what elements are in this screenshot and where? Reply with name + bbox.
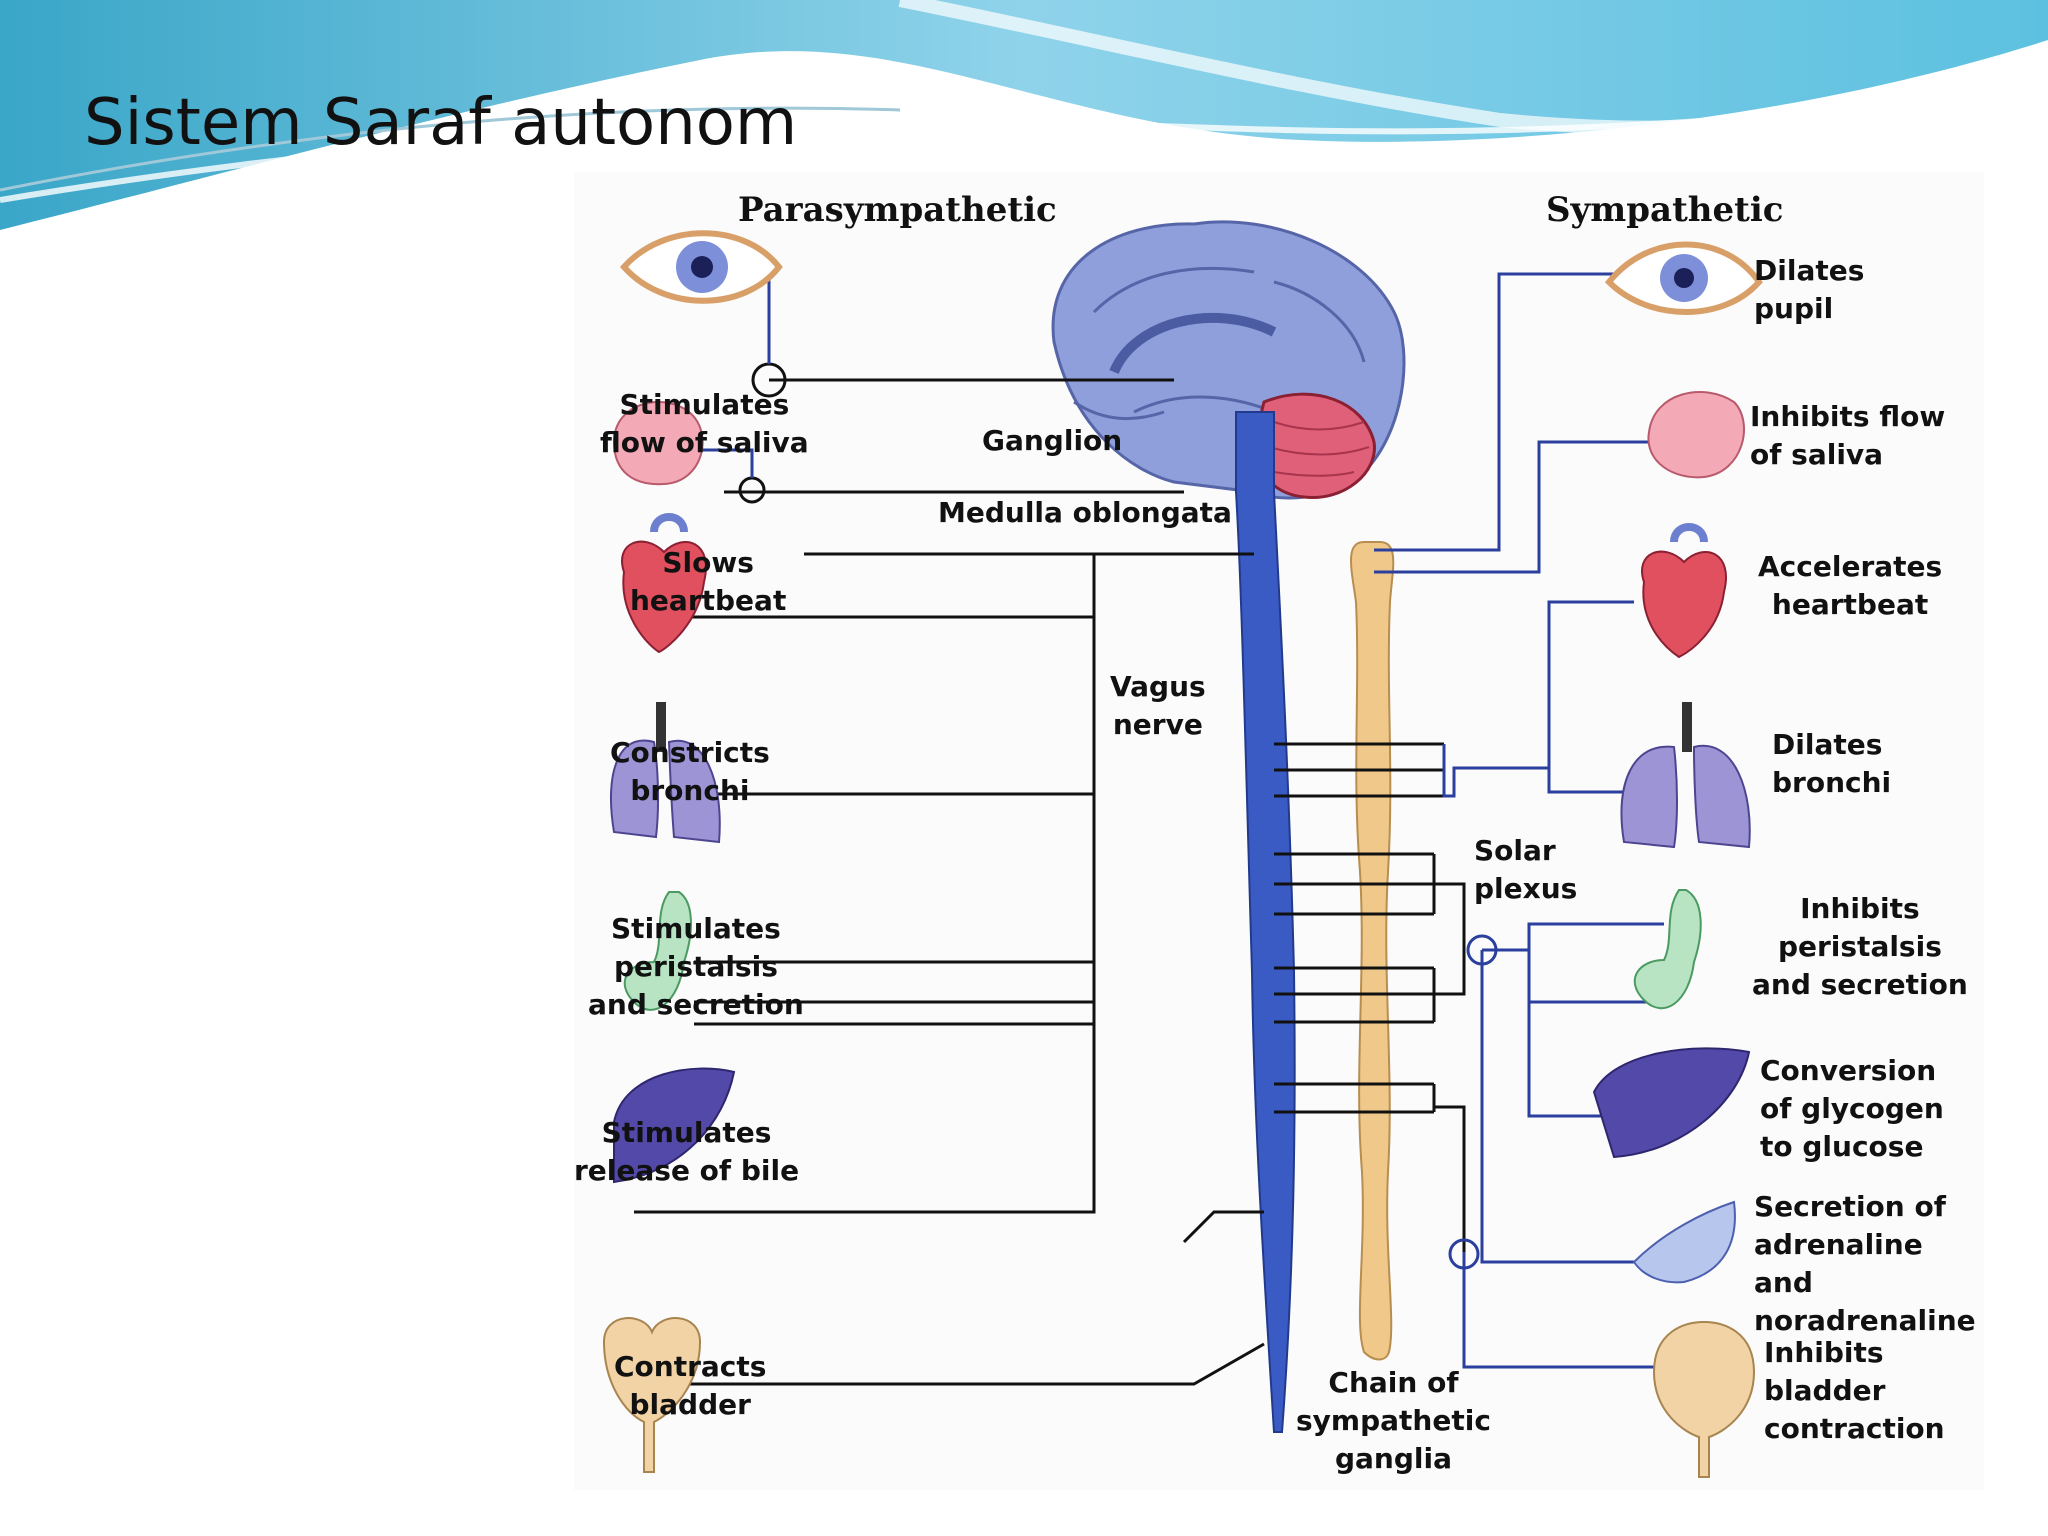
parasympathetic-effect-heartbeat: Slows heartbeat bbox=[630, 546, 787, 617]
parasympathetic-header: Parasympathetic bbox=[738, 190, 1057, 230]
right-eye-icon bbox=[1604, 241, 1763, 315]
right-stomach-icon bbox=[1633, 889, 1702, 1010]
ganglion-label: Ganglion bbox=[982, 424, 1123, 457]
right-heart-icon bbox=[1641, 523, 1727, 659]
left-stomach-icon bbox=[623, 891, 692, 1011]
autonomic-nervous-system-diagram: Parasympathetic Sympathetic Ganglion Med… bbox=[574, 172, 1984, 1490]
adrenal-gland-icon bbox=[1632, 1200, 1736, 1284]
parasympathetic-effect-bronchi: Constricts bronchi bbox=[610, 736, 770, 807]
parasympathetic-nerves bbox=[634, 362, 1265, 1386]
left-bladder-icon bbox=[602, 1317, 702, 1473]
parasympathetic-effect-bladder: Contracts bladder bbox=[614, 1350, 767, 1421]
sympathetic-effect-heartbeat: Accelerates heartbeat bbox=[1758, 550, 1943, 621]
medulla-oblongata-label: Medulla oblongata bbox=[938, 496, 1232, 529]
left-liver-icon bbox=[613, 1067, 736, 1184]
right-bladder-icon bbox=[1652, 1320, 1756, 1478]
left-heart-icon bbox=[621, 513, 707, 654]
header-wave-decoration bbox=[0, 0, 2048, 230]
parasympathetic-effect-saliva: Stimulates flow of saliva bbox=[600, 388, 809, 459]
right-liver-icon bbox=[1592, 1047, 1751, 1159]
sympathetic-nerves bbox=[1374, 272, 1674, 1369]
solar-plexus-label: Solar plexus bbox=[1474, 834, 1578, 905]
left-lungs-icon bbox=[610, 702, 721, 844]
slide-title: Sistem Saraf autonom bbox=[84, 86, 798, 160]
sympathetic-effect-peristalsis: Inhibits peristalsis and secretion bbox=[1752, 892, 1968, 1001]
vagus-nerve-label: Vagus nerve bbox=[1110, 670, 1206, 741]
sympathetic-effect-pupil: Dilates pupil bbox=[1754, 254, 1865, 325]
sympathetic-effect-bronchi: Dilates bronchi bbox=[1772, 728, 1892, 799]
right-salivary-gland-icon bbox=[1647, 391, 1745, 479]
parasympathetic-effect-bile: Stimulates release of bile bbox=[574, 1116, 800, 1187]
diagram-drawing bbox=[602, 220, 1763, 1478]
sympathetic-effect-adrenaline: Secretion of adrenaline and noradrenalin… bbox=[1754, 1190, 1976, 1337]
sympathetic-chain-label: Chain of sympathetic ganglia bbox=[1296, 1366, 1491, 1475]
sympathetic-effect-saliva: Inhibits flow of saliva bbox=[1750, 400, 1946, 471]
right-lungs-icon bbox=[1620, 702, 1751, 849]
sympathetic-header: Sympathetic bbox=[1546, 190, 1784, 230]
sympathetic-effect-bladder: Inhibits bladder contraction bbox=[1764, 1336, 1945, 1445]
sympathetic-chain bbox=[1350, 541, 1395, 1361]
parasympathetic-effect-peristalsis: Stimulates peristalsis and secretion bbox=[588, 912, 804, 1021]
spinal-cord bbox=[1235, 411, 1296, 1433]
left-eye-icon bbox=[619, 230, 783, 304]
spinal-to-chain-links bbox=[1274, 742, 1466, 1252]
left-salivary-gland-icon bbox=[612, 401, 704, 486]
sympathetic-effect-glycogen: Conversion of glycogen to glucose bbox=[1760, 1054, 1944, 1163]
